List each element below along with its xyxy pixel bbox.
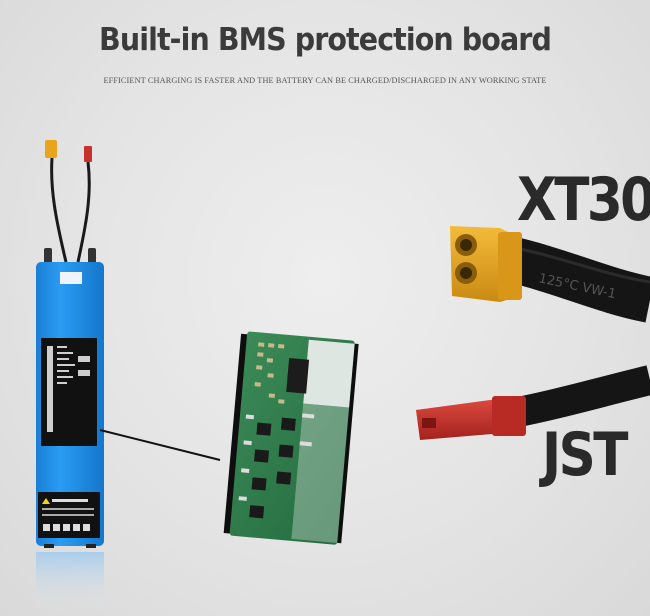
jst-label: JST — [542, 420, 628, 490]
battery-sticker-top — [60, 272, 82, 284]
jst-cable — [515, 365, 650, 427]
bms-chip — [286, 358, 310, 394]
bms-board — [223, 331, 359, 545]
page-subtitle: EFFICIENT CHARGING IS FASTER AND THE BAT… — [103, 76, 547, 85]
page-title: Built-in BMS protection board — [99, 22, 552, 58]
battery-reflection — [36, 552, 104, 612]
xt30-cable: 125°C VW-1 — [499, 235, 650, 323]
callout-line — [99, 429, 221, 461]
xt30-connector — [450, 226, 522, 302]
battery-leads — [45, 140, 92, 263]
battery-jst-plug — [84, 146, 92, 162]
jst-connector — [416, 396, 526, 440]
battery-pack — [36, 248, 104, 612]
battery-xt30-plug — [45, 140, 57, 158]
xt30-label: XT30 — [517, 165, 650, 235]
